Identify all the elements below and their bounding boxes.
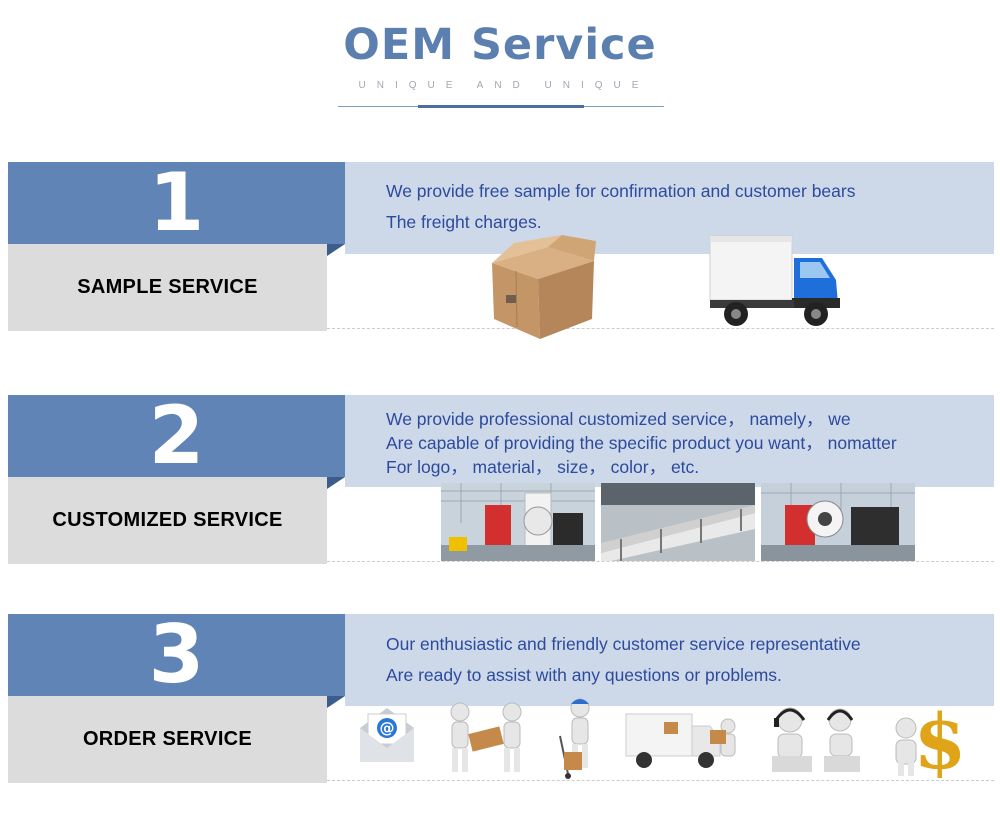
- fold-corner: [327, 696, 345, 708]
- section-number: 1: [148, 156, 205, 249]
- section-number-box: 3: [8, 614, 345, 696]
- section-sample-service: 1 SAMPLE SERVICE We provide free sample …: [0, 162, 1000, 339]
- section-label: ORDER SERVICE: [82, 728, 253, 750]
- cardboard-box-icon: [492, 235, 596, 339]
- info-line: For logo， material， size， color， etc.: [386, 457, 700, 477]
- info-line: The freight charges.: [386, 212, 542, 232]
- fold-corner: [327, 477, 345, 489]
- email-envelope-icon: @: [360, 708, 414, 762]
- handshake-figures-icon: [450, 702, 522, 772]
- info-line: We provide professional customized servi…: [386, 409, 851, 429]
- factory-machine-photo-1: [441, 483, 595, 561]
- fold-corner: [327, 244, 345, 256]
- svg-text:$: $: [914, 697, 964, 778]
- dashed-divider: [327, 561, 994, 562]
- section-number: 3: [148, 608, 205, 701]
- page-subtitle: UNIQUE AND UNIQUE: [358, 80, 650, 91]
- title-divider-accent: [418, 105, 584, 108]
- customer-support-headset-icon: [772, 707, 860, 772]
- section-number-box: 2: [8, 395, 345, 477]
- info-line: Our enthusiastic and friendly customer s…: [386, 634, 861, 654]
- page-title: OEM Service: [343, 20, 657, 70]
- section-number: 2: [148, 389, 205, 482]
- hand-truck-figure-icon: [559, 698, 590, 779]
- section-label: SAMPLE SERVICE: [77, 276, 258, 298]
- section-label-box: ORDER SERVICE: [8, 696, 327, 783]
- delivery-truck-icon: [709, 235, 840, 326]
- section-info-box: Our enthusiastic and friendly customer s…: [345, 614, 994, 706]
- section-customized-service: 2 CUSTOMIZED SERVICE We provide professi…: [0, 395, 1000, 565]
- section-order-service: 3 ORDER SERVICE Our enthusiastic and fri…: [0, 614, 1000, 784]
- section-number-box: 1: [8, 162, 345, 244]
- section-info-box: We provide professional customized servi…: [345, 395, 994, 487]
- factory-machine-photo-3: [761, 483, 915, 561]
- delivery-van-loading-icon: [625, 713, 736, 768]
- dashed-divider: [327, 328, 994, 329]
- svg-text:@: @: [380, 719, 395, 737]
- section-label: CUSTOMIZED SERVICE: [52, 509, 283, 531]
- section-info-box: We provide free sample for confirmation …: [345, 162, 994, 254]
- section-label-box: SAMPLE SERVICE: [8, 244, 327, 331]
- info-line: Are ready to assist with any questions o…: [386, 665, 782, 685]
- dollar-sign-figure-icon: $: [895, 697, 964, 778]
- dashed-divider: [327, 780, 994, 781]
- info-line: Are capable of providing the specific pr…: [386, 433, 897, 453]
- section-label-box: CUSTOMIZED SERVICE: [8, 477, 327, 564]
- info-line: We provide free sample for confirmation …: [386, 181, 856, 201]
- factory-machine-photo-2: [601, 483, 755, 561]
